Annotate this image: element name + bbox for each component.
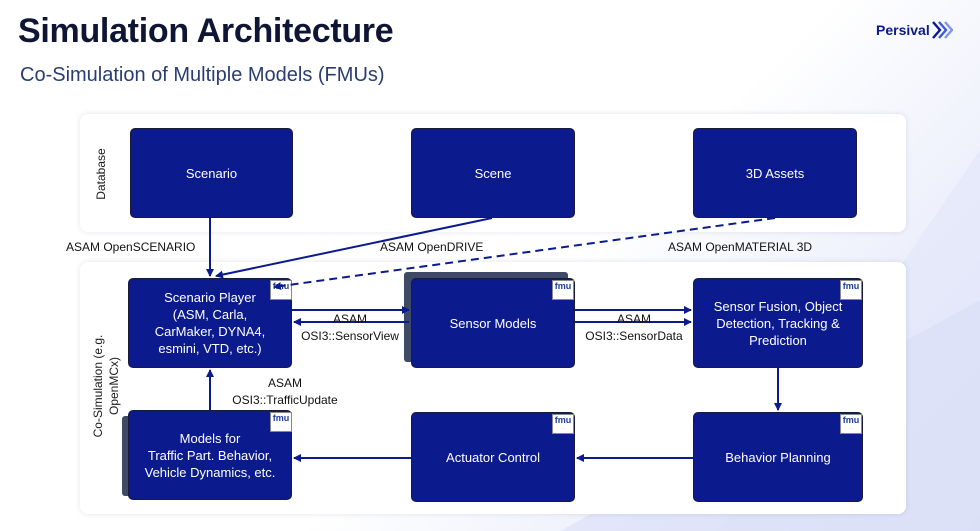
- traffic-models-box[interactable]: Models for Traffic Part. Behavior, Vehic…: [128, 410, 292, 500]
- traffic-models-line3: Vehicle Dynamics, etc.: [144, 464, 276, 480]
- scenario-player-line4: esmini, VTD, etc.): [158, 341, 262, 356]
- logo-text: Persival: [876, 22, 930, 38]
- scene-box[interactable]: Scene: [411, 128, 575, 218]
- label-sensorview-line1: ASAM: [332, 312, 367, 326]
- scenario-player-box[interactable]: Scenario Player (ASM, Carla, CarMaker, D…: [128, 278, 292, 368]
- label-openmaterial: ASAM OpenMATERIAL 3D: [668, 240, 813, 254]
- sensor-models-box[interactable]: Sensor Models: [411, 278, 575, 368]
- label-trafficupdate-line1: ASAM: [267, 376, 302, 390]
- traffic-models-line1: Models for: [179, 430, 241, 446]
- sensor-fusion-line1: Sensor Fusion, Object: [713, 298, 843, 314]
- persival-logo: Persival: [876, 20, 953, 40]
- fmu-badge-behavior-planning: fmu·····: [840, 414, 862, 434]
- label-sensorview-line2: OSI3::SensorView: [301, 329, 399, 343]
- scenario-box[interactable]: Scenario: [130, 128, 293, 218]
- scenario-box-label: Scenario: [185, 165, 238, 181]
- page-subtitle: Co-Simulation of Multiple Models (FMUs): [20, 64, 385, 86]
- sensor-fusion-label: Sensor Fusion, Object Detection, Trackin…: [714, 298, 843, 349]
- label-sensordata: ASAM OSI3::SensorData: [577, 311, 691, 345]
- label-opendrive: ASAM OpenDRIVE: [380, 240, 484, 254]
- label-trafficupdate: ASAM OSI3::TrafficUpdate: [220, 375, 350, 409]
- label-trafficupdate-line2: OSI3::TrafficUpdate: [232, 393, 338, 407]
- sensor-models-label: Sensor Models: [449, 315, 537, 331]
- sensor-fusion-box[interactable]: Sensor Fusion, Object Detection, Trackin…: [693, 278, 863, 368]
- sensor-fusion-line3: Prediction: [749, 332, 807, 348]
- label-sensordata-line2: OSI3::SensorData: [585, 329, 683, 343]
- fmu-badge-sensor-models: fmu·····: [552, 280, 574, 300]
- scene-box-label: Scene: [474, 165, 512, 181]
- traffic-models-label: Models for Traffic Part. Behavior, Vehic…: [145, 430, 276, 481]
- behavior-planning-box[interactable]: Behavior Planning: [693, 412, 863, 502]
- scenario-player-line3: CarMaker, DYNA4,: [154, 324, 266, 339]
- fmu-badge-actuator-control: fmu·····: [552, 414, 574, 434]
- arrow-scene-to-player: [215, 217, 493, 279]
- page-title: Simulation Architecture: [18, 12, 394, 50]
- sensor-fusion-line2: Detection, Tracking &: [716, 315, 840, 331]
- 3d-assets-box[interactable]: 3D Assets: [693, 128, 857, 218]
- fmu-badge-sensor-fusion: fmu·····: [840, 280, 862, 300]
- scenario-player-line1: Scenario Player: [164, 290, 256, 305]
- scenario-player-line2: (ASM, Carla,: [172, 307, 248, 322]
- logo-chevrons-icon: [931, 21, 953, 39]
- scenario-player-label: Scenario Player (ASM, Carla, CarMaker, D…: [155, 289, 266, 357]
- behavior-planning-label: Behavior Planning: [725, 449, 831, 465]
- label-sensorview: ASAM OSI3::SensorView: [294, 311, 406, 345]
- fmu-badge-traffic-models: fmu·····: [270, 412, 292, 432]
- actuator-control-label: Actuator Control: [446, 449, 540, 465]
- actuator-control-box[interactable]: Actuator Control: [411, 412, 575, 502]
- traffic-models-line2: Traffic Part. Behavior,: [147, 447, 273, 463]
- 3d-assets-box-label: 3D Assets: [745, 165, 805, 181]
- label-openscenario: ASAM OpenSCENARIO: [66, 240, 196, 254]
- label-sensordata-line1: ASAM: [616, 312, 651, 326]
- arrow-assets-to-player: [273, 217, 776, 291]
